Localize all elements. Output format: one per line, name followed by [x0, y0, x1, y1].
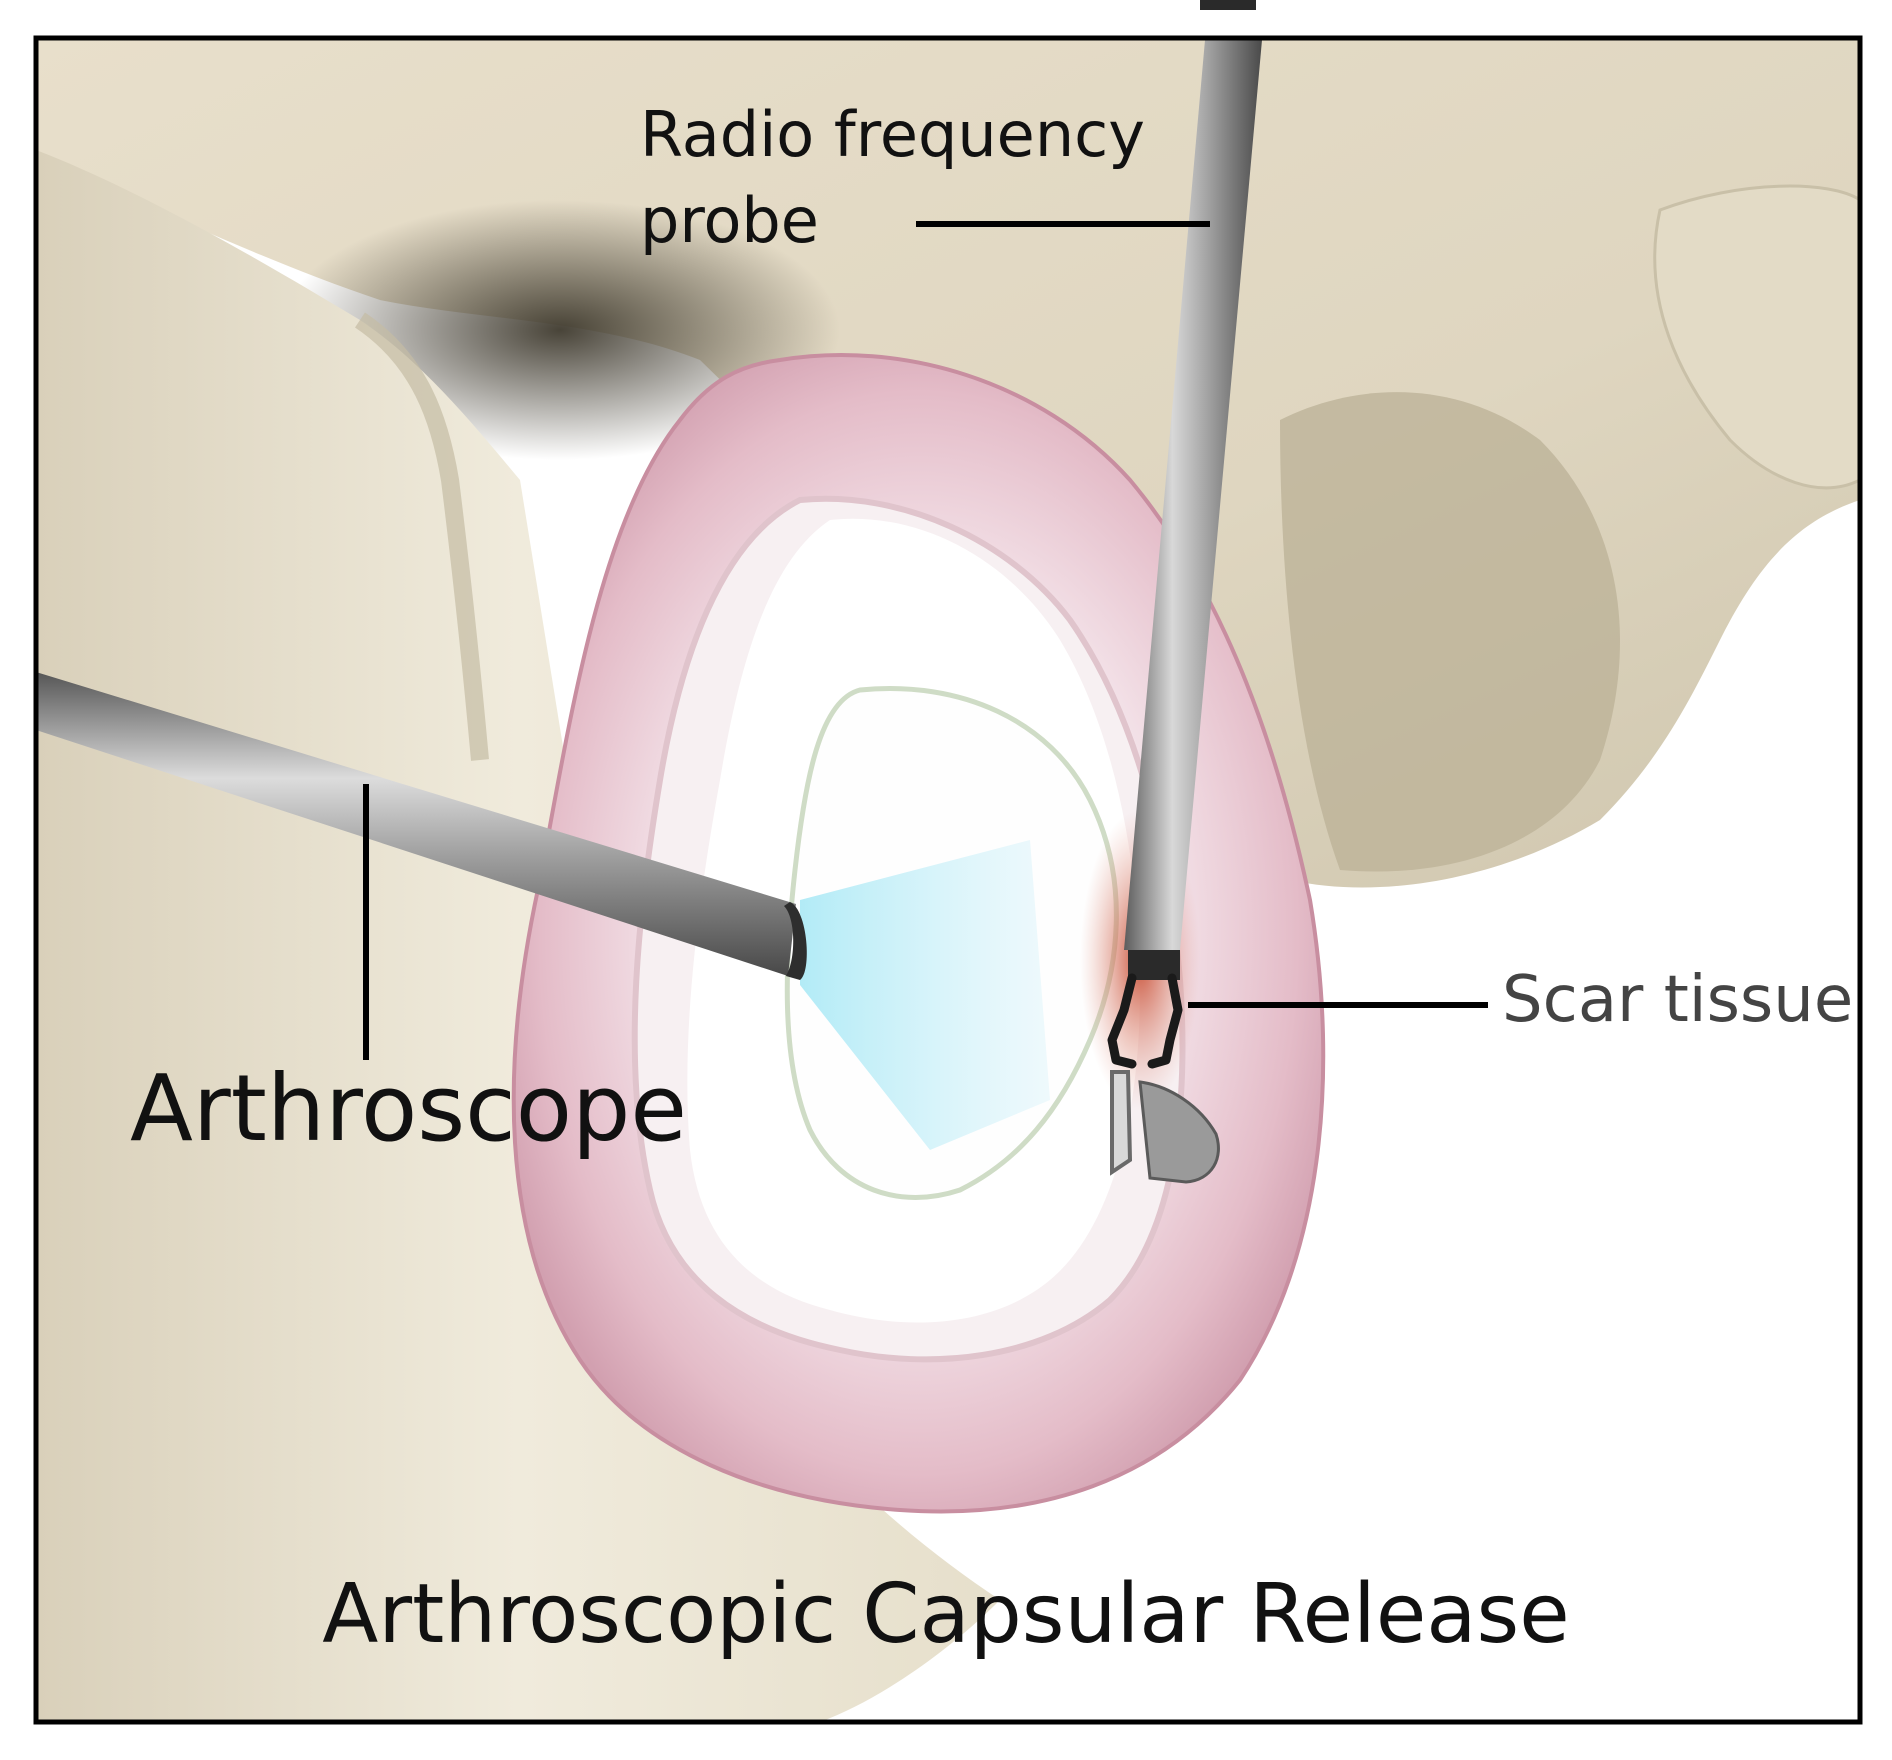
bone-shadow-right — [1280, 392, 1620, 872]
left-bone — [36, 150, 1000, 1722]
rf-probe-top-cap — [1200, 0, 1256, 10]
rf-probe-shaft — [1124, 40, 1262, 950]
figure-title: Arthroscopic Capsular Release — [322, 1567, 1570, 1662]
rf-probe-blade — [1138, 1080, 1220, 1184]
arthroscope-shaft — [36, 672, 796, 976]
rf-probe-electrode — [1110, 1070, 1133, 1176]
arthroscope-light-beam — [800, 840, 1050, 1150]
acromion — [1653, 184, 1860, 490]
figure-frame — [33, 35, 1863, 1725]
label-scar-tissue: Scar tissue — [1502, 963, 1854, 1037]
rf-probe-jaws — [1107, 973, 1183, 1069]
left-bone-crease — [354, 312, 489, 761]
label-arthroscope: Arthroscope — [130, 1055, 688, 1162]
arthroscope-tip — [784, 902, 807, 980]
label-radio-frequency-probe: Radio frequency probe — [640, 98, 1145, 257]
